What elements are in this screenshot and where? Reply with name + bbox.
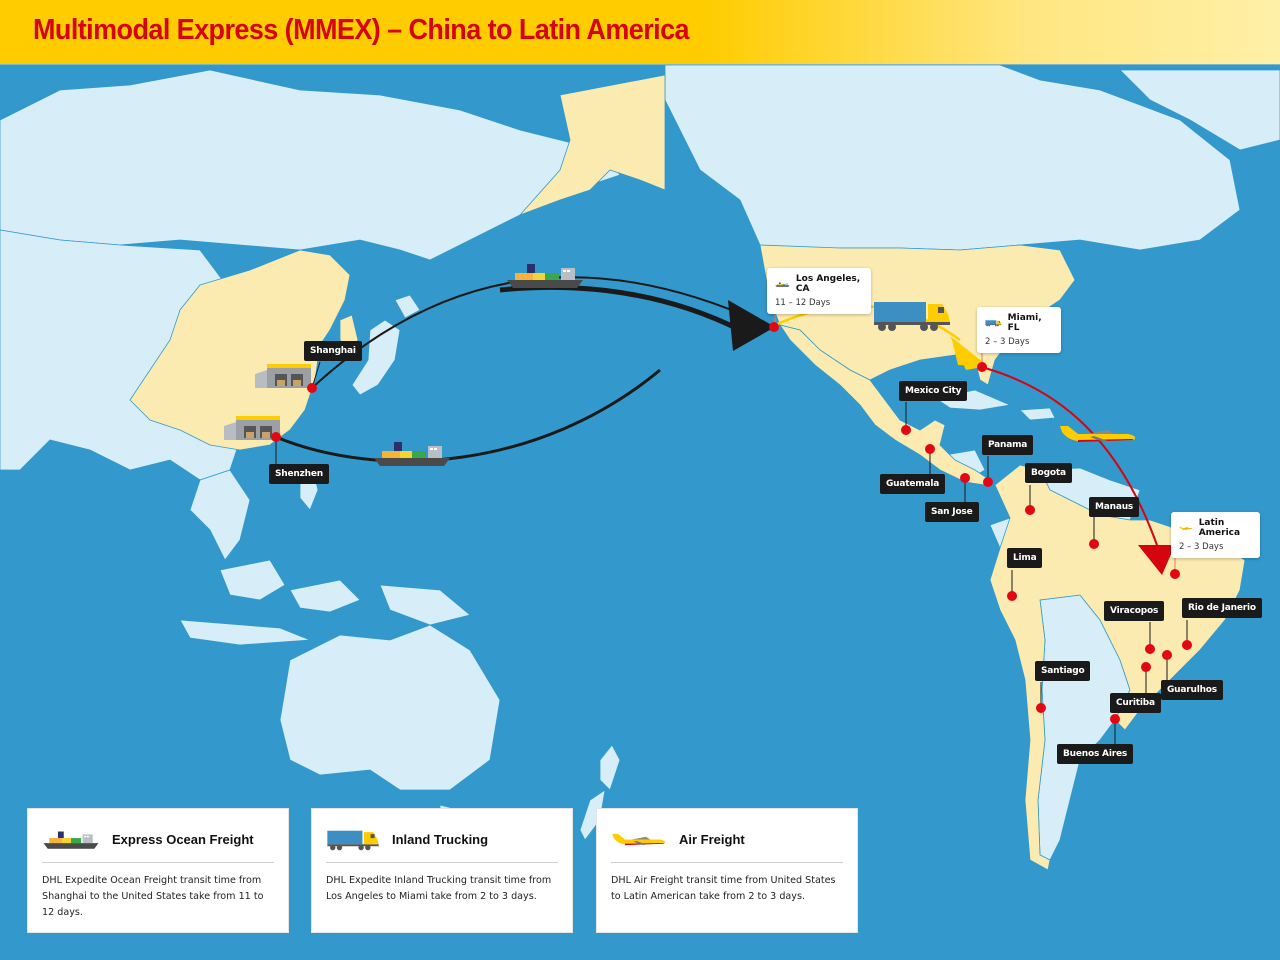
city-label-mexico-city: Mexico City [899, 381, 968, 401]
callout-los-angeles: Los Angeles, CA 11 – 12 Days [767, 268, 871, 314]
city-label-curitiba: Curitiba [1110, 693, 1161, 713]
ocean-route-arrowhead [728, 300, 775, 351]
city-label-shenzhen: Shenzhen [269, 464, 329, 484]
city-label-rio-de-janerio: Rio de Janerio [1182, 598, 1262, 618]
callout-title: Latin America [1198, 518, 1241, 538]
plane-icon [1179, 525, 1193, 531]
title-banner: Multimodal Express (MMEX) – China to Lat… [0, 0, 1280, 65]
callout-latin-america: Latin America 2 – 3 Days [1171, 512, 1260, 558]
city-label-manaus: Manaus [1089, 497, 1140, 517]
callout-days: 2 – 3 Days [985, 337, 1030, 347]
legend-ocean-freight: Express Ocean Freight DHL Expedite Ocean… [27, 808, 289, 933]
legend-description: DHL Expedite Ocean Freight transit time … [42, 875, 264, 918]
ship-icon [775, 281, 790, 288]
divider [611, 862, 843, 863]
air-route [984, 367, 1159, 549]
legend-title: Air Freight [679, 831, 745, 847]
city-label-guatemala: Guatemala [880, 474, 946, 494]
callout-title: Los Angeles, CA [795, 274, 861, 294]
legend-description: DHL Expedite Inland Trucking transit tim… [326, 875, 552, 902]
ocean-route-shenzhen [275, 368, 661, 463]
divider [326, 862, 558, 863]
city-label-santiago: Santiago [1035, 661, 1091, 681]
city-label-shanghai: Shanghai [304, 341, 362, 361]
city-label-bogota: Bogota [1025, 463, 1072, 483]
callout-days: 2 – 3 Days [1179, 542, 1224, 552]
city-label-viracopos: Viracopos [1104, 601, 1165, 621]
legend-title: Inland Trucking [392, 831, 489, 847]
legend-air-freight: Air Freight DHL Air Freight transit time… [596, 808, 858, 933]
city-label-san-jose: San Jose [925, 502, 979, 522]
legend-inland-trucking: Inland Trucking DHL Expedite Inland Truc… [311, 808, 573, 933]
divider [42, 862, 274, 863]
ship-icon [42, 830, 100, 849]
air-route-arrowhead [1138, 545, 1175, 575]
callout-miami: Miami, FL 2 – 3 Days [977, 307, 1061, 353]
other-land [0, 65, 1280, 861]
city-label-panama: Panama [982, 435, 1034, 455]
legend-description: DHL Air Freight transit time from United… [611, 875, 836, 902]
callout-days: 11 – 12 Days [775, 298, 831, 308]
truck-icon [326, 828, 380, 851]
city-label-lima: Lima [1007, 548, 1043, 568]
callout-title: Miami, FL [1007, 313, 1042, 333]
plane-icon [611, 831, 667, 848]
legend-title: Express Ocean Freight [112, 831, 254, 847]
truck-icon [985, 319, 1002, 327]
city-label-guarulhos: Guarulhos [1161, 680, 1223, 700]
location-markers [271, 322, 1192, 724]
page-title: Multimodal Express (MMEX) – China to Lat… [33, 14, 690, 46]
city-label-buenos-aires: Buenos Aires [1057, 744, 1134, 764]
